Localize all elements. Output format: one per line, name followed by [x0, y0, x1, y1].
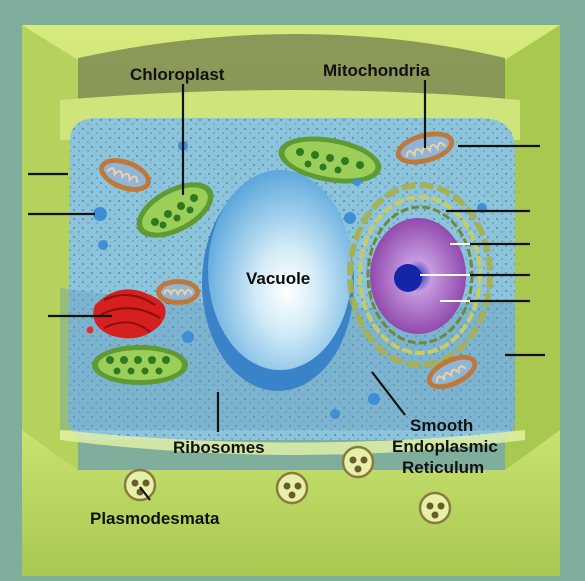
chloroplast-3 [92, 345, 188, 385]
label-vacuole: Vacuole [246, 269, 310, 288]
label-smooth-er-line3: Reticulum [402, 458, 484, 477]
label-mitochondria: Mitochondria [323, 61, 430, 80]
plasmodesma-4 [420, 493, 450, 523]
plasmodesma-3 [343, 447, 373, 477]
nucleolus [394, 264, 422, 292]
label-plasmodesmata: Plasmodesmata [90, 509, 220, 528]
plasmodesma-1 [125, 470, 155, 500]
mitochondrion-3 [156, 279, 200, 305]
label-smooth-er-line2: Endoplasmic [392, 437, 498, 456]
label-ribosomes: Ribosomes [173, 438, 265, 457]
label-smooth-er-line1: Smooth [410, 416, 473, 435]
label-chloroplast: Chloroplast [130, 65, 225, 84]
plasmodesma-2 [277, 473, 307, 503]
